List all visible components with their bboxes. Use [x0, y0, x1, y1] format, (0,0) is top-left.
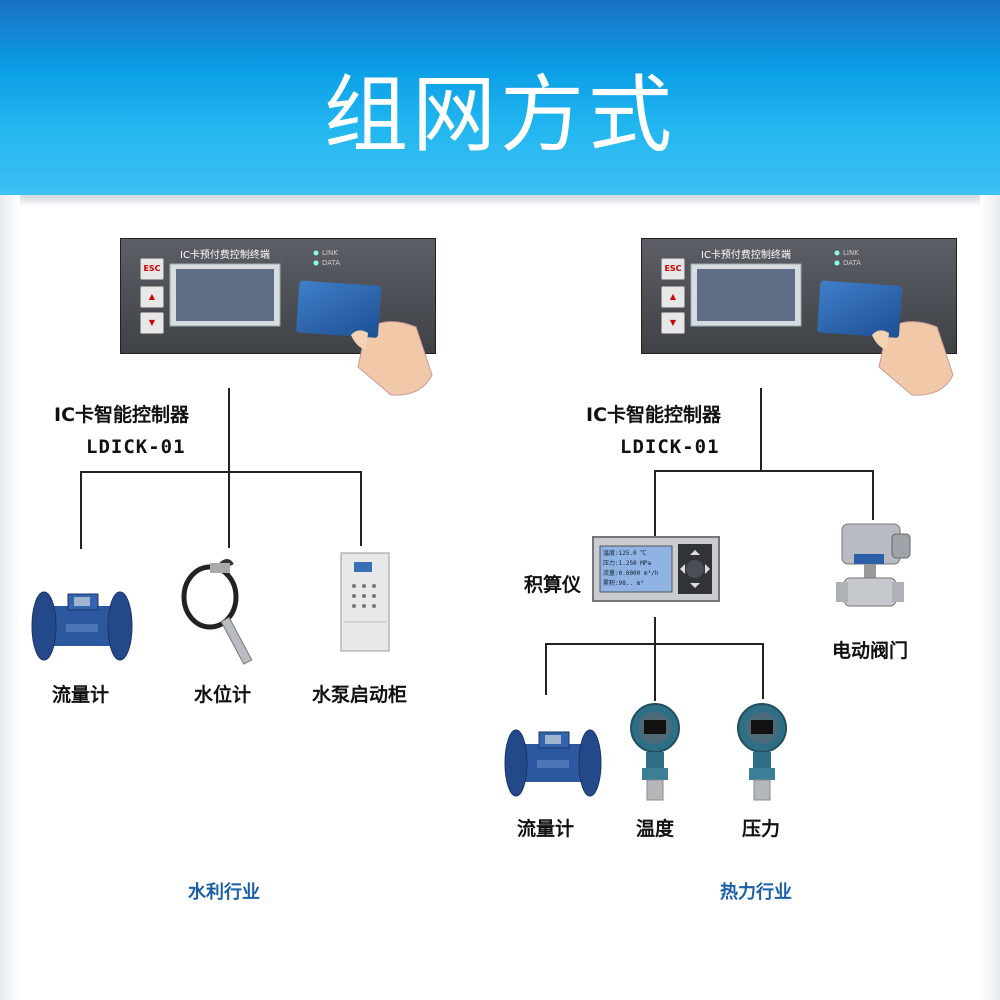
- ic-card-icon: [296, 280, 433, 396]
- right-flowmeter-device: [503, 726, 603, 798]
- integrator-drop-flowmeter: [545, 643, 547, 695]
- level-meter-label: 水位计: [194, 684, 252, 706]
- up-button: ▲: [140, 286, 164, 308]
- down-button: ▼: [140, 312, 164, 334]
- temperature-transmitter-icon: [630, 703, 680, 801]
- integrator-bus-line: [545, 643, 764, 645]
- integrator-drop-pressure: [762, 643, 764, 699]
- right-industry-label: 热力行业: [720, 882, 792, 903]
- down-button: ▼: [661, 312, 685, 334]
- integrator-device: 温度:125.0 ℃ 压力:1.250 MPa 流量:0.0000 m³/h 累…: [592, 536, 720, 602]
- left-edge-shade: [0, 195, 20, 1000]
- led-data-label: DATA: [322, 259, 341, 267]
- temperature-transmitter-device: [626, 698, 684, 806]
- left-controller-panel: IC卡预付费控制终端 LINK DATA ESC ▲ ▼: [119, 237, 437, 355]
- electric-valve-label: 电动阀门: [832, 640, 909, 662]
- integrator-screen-line-3: 流量:0.0000 m³/h: [603, 570, 659, 577]
- led-link-label: LINK: [843, 249, 859, 257]
- pump-cabinet-label: 水泵启动柜: [312, 684, 408, 706]
- pressure-label: 压力: [742, 818, 781, 840]
- right-bus-line: [654, 470, 874, 472]
- pump-cabinet-icon: [340, 552, 390, 652]
- integrator-screen-line-4: 累积:98.. m³: [603, 580, 644, 587]
- pressure-transmitter-device: [733, 698, 791, 806]
- controller-device-icon: [119, 237, 437, 355]
- right-ic-card-hand: [817, 275, 957, 400]
- right-drop-integrator: [654, 470, 656, 536]
- left-industry-label: 水利行业: [188, 882, 260, 903]
- left-bus-line: [80, 471, 362, 473]
- integrator-screen-line-1: 温度:125.0 ℃: [603, 550, 647, 557]
- panel-title: IC卡预付费控制终端: [701, 250, 791, 261]
- level-meter-device: [180, 555, 270, 670]
- left-ic-card-hand: [296, 275, 436, 400]
- flowmeter-icon: [31, 591, 133, 661]
- right-controller-model: LDICK-01: [620, 436, 720, 458]
- electric-valve-device: [830, 520, 914, 616]
- flowmeter-icon: [504, 729, 602, 797]
- electric-valve-icon: [836, 523, 911, 607]
- integrator-down-line: [654, 617, 656, 701]
- left-drop-flowmeter: [80, 471, 82, 549]
- temperature-label: 温度: [636, 818, 675, 840]
- left-drop-pump: [360, 471, 362, 546]
- banner-shadow: [0, 195, 1000, 207]
- pressure-transmitter-icon: [737, 703, 787, 801]
- led-link-label: LINK: [322, 249, 338, 257]
- led-data-label: DATA: [843, 259, 862, 267]
- page-title: 组网方式: [323, 66, 676, 164]
- integrator-screen-line-2: 压力:1.250 MPa: [603, 560, 652, 567]
- right-flowmeter-label: 流量计: [517, 818, 575, 840]
- up-button: ▲: [661, 286, 685, 308]
- left-trunk-line: [228, 388, 230, 548]
- panel-title: IC卡预付费控制终端: [180, 250, 270, 261]
- right-trunk-line: [760, 388, 762, 472]
- esc-button: ESC: [661, 258, 685, 280]
- right-edge-shade: [980, 195, 1000, 1000]
- integrator-icon: [592, 536, 720, 602]
- integrator-label: 积算仪: [524, 574, 582, 596]
- level-meter-icon: [181, 559, 253, 665]
- left-flowmeter-label: 流量计: [52, 684, 110, 706]
- left-controller-model: LDICK-01: [86, 436, 186, 458]
- right-controller-name: IC卡智能控制器: [586, 404, 722, 426]
- esc-button: ESC: [140, 258, 164, 280]
- pump-cabinet-device: [340, 552, 390, 652]
- header-banner: [0, 0, 1000, 195]
- ic-card-icon: [817, 280, 954, 396]
- left-flowmeter-device: [30, 588, 134, 663]
- right-drop-valve: [872, 470, 874, 520]
- left-controller-name: IC卡智能控制器: [54, 404, 190, 426]
